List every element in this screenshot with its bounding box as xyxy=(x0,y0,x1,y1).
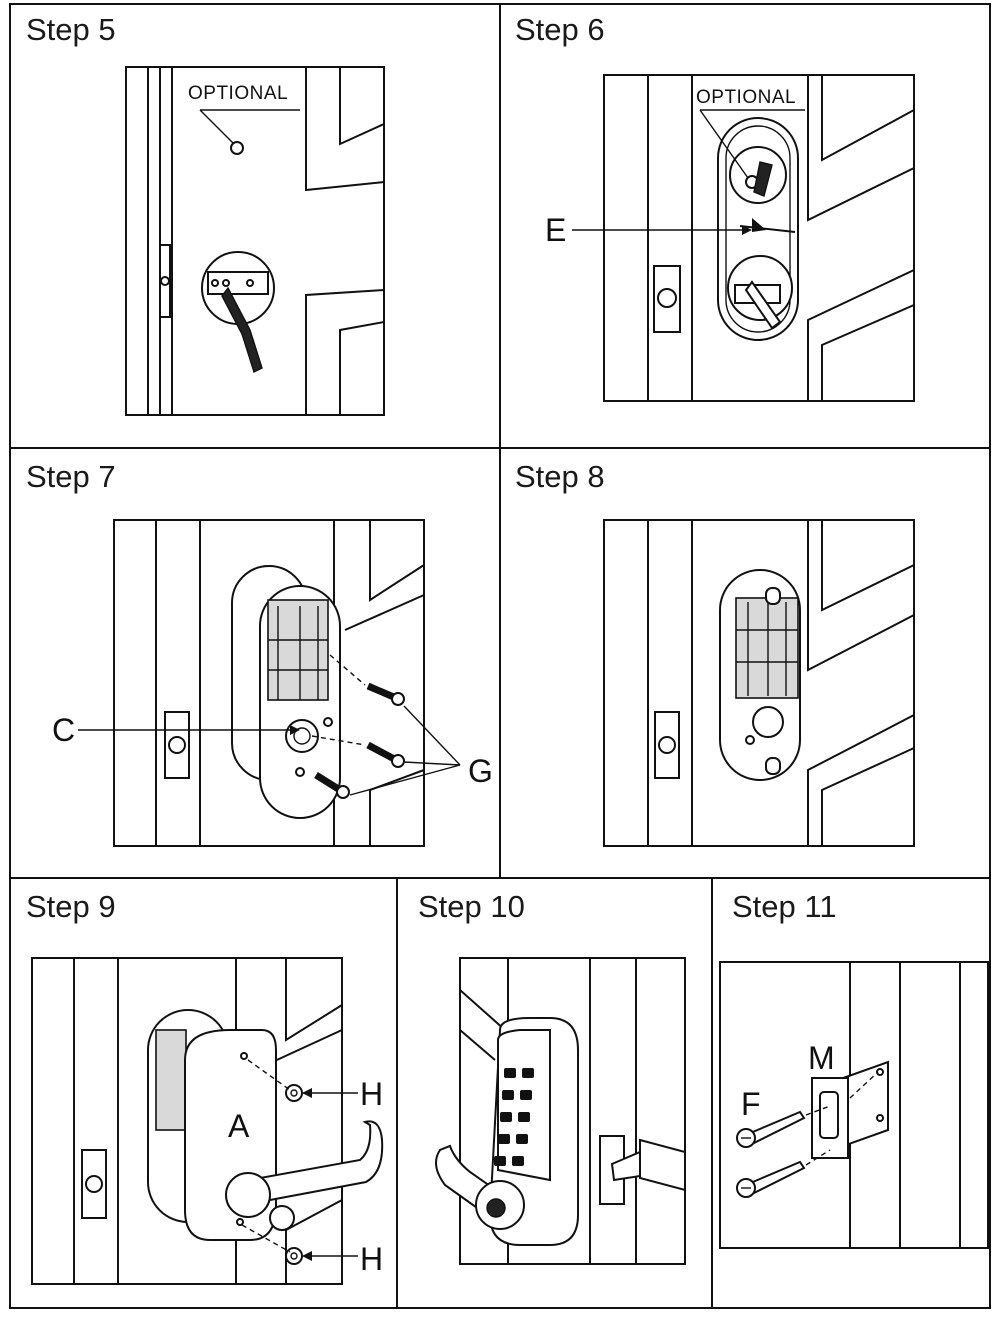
door-frame-icon xyxy=(459,957,686,1265)
door-frame-icon xyxy=(125,66,385,416)
step10-illustration xyxy=(435,957,686,1265)
step-9-title: Step 9 xyxy=(26,889,116,924)
step6-label-e: E xyxy=(545,212,567,248)
step6-optional-label: OPTIONAL xyxy=(696,87,797,108)
step9-label-h-bottom: H xyxy=(360,1241,384,1277)
step11-label-m: M xyxy=(808,1040,835,1076)
door-frame-icon xyxy=(719,961,989,1249)
door-frame-icon xyxy=(603,74,915,402)
arrow-icon xyxy=(752,218,766,232)
step11-illustration xyxy=(719,961,989,1249)
screw-icon xyxy=(285,1084,303,1102)
strike-plate-icon xyxy=(811,1077,849,1159)
step-8-title: Step 8 xyxy=(515,459,605,494)
step-11-title: Step 11 xyxy=(732,889,837,924)
door-frame-icon xyxy=(31,957,343,1285)
key-cylinder-icon xyxy=(486,1198,506,1218)
step9-label-a: A xyxy=(228,1108,250,1144)
door-frame-icon xyxy=(603,519,915,847)
screw-icon xyxy=(285,1247,303,1265)
step5-optional-label: OPTIONAL xyxy=(188,83,289,104)
step-7-title: Step 7 xyxy=(26,459,116,494)
cable-icon xyxy=(221,286,263,373)
screw-icon xyxy=(736,1110,806,1198)
step6-illustration xyxy=(572,74,915,402)
step7-label-g: G xyxy=(468,753,493,789)
step11-label-f: F xyxy=(741,1086,761,1122)
lever-handle-icon xyxy=(237,1120,384,1201)
step-10-title: Step 10 xyxy=(418,889,525,924)
step9-illustration xyxy=(31,957,384,1285)
screw-icon xyxy=(230,141,244,155)
screw-icon xyxy=(314,682,405,799)
step-5-title: Step 5 xyxy=(26,12,116,47)
step7-illustration xyxy=(78,519,461,847)
keypad-icon xyxy=(497,1029,551,1182)
door-frame-icon xyxy=(113,519,425,847)
step-6-title: Step 6 xyxy=(515,12,605,47)
step8-illustration xyxy=(603,519,915,847)
keypad-buttons xyxy=(494,1068,534,1166)
step7-label-c: C xyxy=(52,712,76,748)
step5-illustration xyxy=(125,66,385,416)
step9-label-h-top: H xyxy=(360,1076,384,1112)
